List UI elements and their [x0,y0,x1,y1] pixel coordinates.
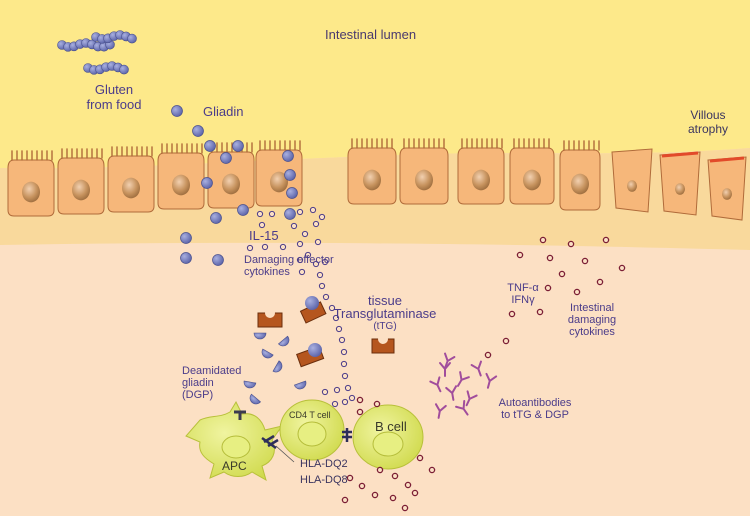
ttg-label: tissue Transglutaminase (tTG) [330,293,440,332]
damaging-label-line2: cytokines [244,266,290,278]
hla-label-line2: HLA-DQ8 [300,474,348,486]
epithelial-cell [659,151,701,216]
intestinal-label-line3: cytokines [569,326,615,338]
apc-label: APC [222,459,247,473]
autoab-label-line1: Autoantibodies [498,397,572,409]
gluten-label-line2: from food [86,97,142,112]
damaging-cytokines-label: Damaging effector cytokines [244,254,334,278]
epithelial-cell [707,156,747,221]
bcell-label: B cell [375,419,407,434]
epithelial-cell [107,146,155,213]
intestinal-label-line1: Intestinal [569,302,615,314]
dgp-fragments [243,332,307,405]
lumen-label: Intestinal lumen [325,27,417,42]
tnf-ifn-label: TNF-α IFNγ [503,282,543,306]
epithelial-cell [399,138,449,205]
autoantibodies-label: Autoantibodies to tTG & DGP [485,397,585,421]
gluten-label-line1: Gluten [94,82,134,97]
hla-label: HLA-DQ2 HLA-DQ8 [300,458,348,486]
gliadin-label: Gliadin [203,104,244,119]
epithelial-cell [347,138,397,205]
gluten-chain-icon [57,30,137,75]
gliadin-particle-icon [171,105,298,266]
il15-label: IL-15 [249,228,279,243]
intestinal-cytokines-label: Intestinal damaging cytokines [557,302,627,338]
hla-pointer-lines [275,445,295,463]
ttg-enzyme-icon [257,296,395,368]
antibody-icon [429,352,498,419]
damaging-label-line1: Damaging effector [244,254,334,266]
hla-label-line1: HLA-DQ2 [300,458,348,470]
dgp-label-line3: (DGP) [182,389,214,401]
gluten-label: Gluten from food [84,82,144,112]
dgp-label: Deamidated gliadin (DGP) [182,365,241,401]
villous-label-line2: atrophy [687,122,729,136]
cd4-t-cell [279,399,345,461]
ifn-label: IFNγ [511,294,535,306]
ttg-label-line3: (tTG) [373,321,397,332]
tnf-label: TNF-α [507,282,539,294]
ttg-label-line2: Transglutaminase [333,306,437,321]
receptor-icon [261,428,352,450]
intestinal-label-line2: damaging [567,314,617,326]
lumen-background [0,0,750,169]
ttg-label-line1: tissue [368,293,402,308]
cd4-label: CD4 T cell [289,410,331,420]
apc-cell [185,400,284,482]
dgp-label-line1: Deamidated [182,365,242,377]
epithelial-cell [611,148,653,213]
epithelial-cell [207,142,255,209]
cytokine-dots [246,206,356,408]
epithelial-cell [457,138,505,205]
epithelial-cell [7,150,55,217]
epithelial-cell [559,140,601,211]
epithelial-cell [509,138,555,205]
villous-label-line1: Villous [690,108,726,122]
dgp-label-line2: gliadin [182,377,214,389]
autoab-label-line2: to tTG & DGP [501,409,569,421]
villous-atrophy-label: Villous atrophy [678,108,738,136]
epithelial-cell [157,143,205,210]
b-cell [352,404,424,470]
epithelial-cell [57,148,105,215]
cytokine-dots-red [341,236,626,512]
